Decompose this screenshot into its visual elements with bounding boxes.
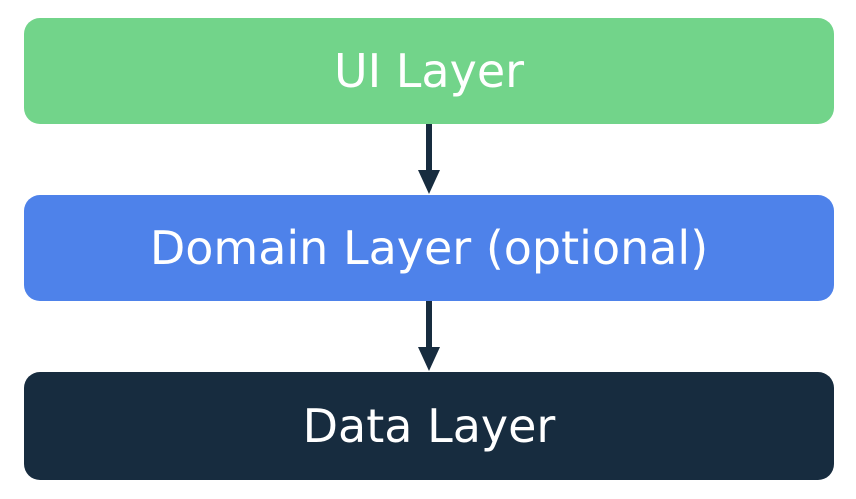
data-layer-label: Data Layer xyxy=(302,399,556,453)
arrow-domain-to-data xyxy=(418,301,440,371)
domain-layer-box: Domain Layer (optional) xyxy=(24,195,834,301)
domain-layer-label: Domain Layer (optional) xyxy=(149,221,709,275)
ui-layer-label: UI Layer xyxy=(333,44,525,98)
arrow-ui-to-domain xyxy=(418,124,440,194)
ui-layer-box: UI Layer xyxy=(24,18,834,124)
data-layer-box: Data Layer xyxy=(24,372,834,480)
